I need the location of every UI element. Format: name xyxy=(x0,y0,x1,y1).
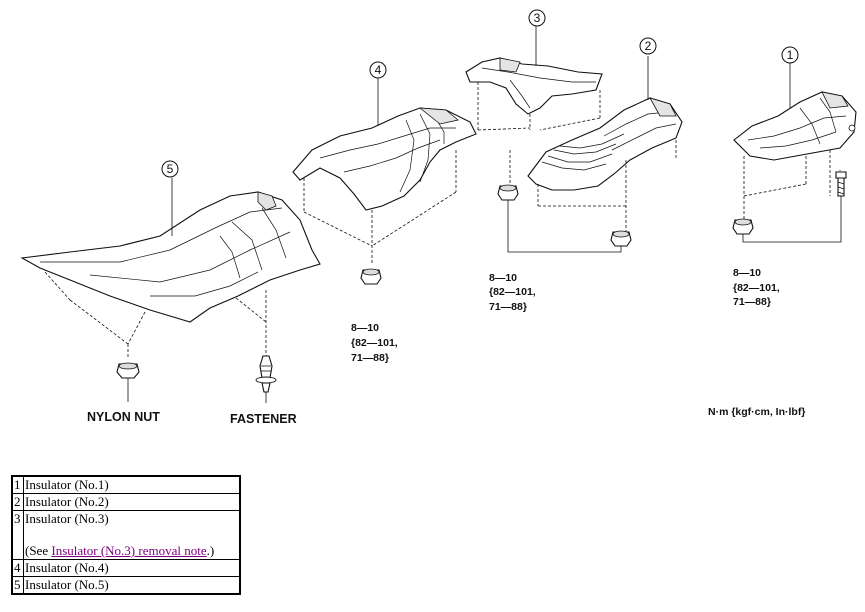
svg-text:3: 3 xyxy=(534,11,541,25)
insulator-no4 xyxy=(292,78,477,264)
legend-note: (See Insulator (No.3) removal note.) xyxy=(25,543,238,559)
callout-5: 5 xyxy=(161,160,179,178)
legend-text: Insulator (No.1) xyxy=(23,475,241,494)
fastener-label: FASTENER xyxy=(230,412,297,426)
legend-row: 4 Insulator (No.4) xyxy=(11,559,241,577)
svg-text:{82—101,: {82—101, xyxy=(733,282,780,294)
insulator-no2 xyxy=(509,56,683,232)
legend-text-with-note: Insulator (No.3) (See Insulator (No.3) r… xyxy=(23,510,241,560)
svg-text:8—10: 8—10 xyxy=(489,272,517,284)
torque-spec-4: 8—10 {82—101, 71—88} xyxy=(351,322,398,364)
insulator-no1 xyxy=(733,63,857,222)
insulator-no3 xyxy=(465,26,603,131)
torque-spec-1: 8—10 {82—101, 71—88} xyxy=(733,267,780,308)
callout-2: 2 xyxy=(639,37,657,55)
svg-text:71—88}: 71—88} xyxy=(351,352,389,364)
legend-text: Insulator (No.2) xyxy=(23,493,241,511)
legend-text: Insulator (No.5) xyxy=(23,576,241,595)
torque-spec-2-3: 8—10 {82—101, 71—88} xyxy=(489,272,536,313)
torque-leader-1 xyxy=(742,196,842,243)
insulator-no5 xyxy=(20,178,321,360)
nylon-nut-icon xyxy=(116,362,140,402)
nut-icon xyxy=(732,218,754,235)
legend-number: 2 xyxy=(11,493,24,511)
svg-text:4: 4 xyxy=(375,63,382,77)
nut-icon xyxy=(360,268,382,285)
legend-number: 5 xyxy=(11,576,24,595)
svg-text:71—88}: 71—88} xyxy=(733,296,771,308)
callout-3: 3 xyxy=(528,9,546,27)
legend-row: 3 Insulator (No.3) (See Insulator (No.3)… xyxy=(11,510,241,560)
callout-4: 4 xyxy=(369,61,387,79)
callout-1: 1 xyxy=(781,46,799,64)
legend-row: 1 Insulator (No.1) xyxy=(11,475,241,494)
nylon-nut-label: NYLON NUT xyxy=(87,410,160,424)
legend-row: 2 Insulator (No.2) xyxy=(11,493,241,511)
note-prefix: (See xyxy=(25,543,52,558)
svg-text:71—88}: 71—88} xyxy=(489,301,527,313)
fastener-icon xyxy=(255,355,277,403)
nut-icon xyxy=(497,184,519,201)
legend-number: 3 xyxy=(11,510,24,560)
svg-text:1: 1 xyxy=(787,48,794,62)
torque-leader-2-3 xyxy=(507,200,622,253)
svg-text:5: 5 xyxy=(167,162,174,176)
units-label: N·m {kgf·cm, In·lbf} xyxy=(708,406,805,418)
svg-text:{82—101,: {82—101, xyxy=(351,337,398,349)
svg-text:{82—101,: {82—101, xyxy=(489,286,536,298)
note-suffix: .) xyxy=(206,543,215,558)
legend-text: Insulator (No.3) xyxy=(25,511,109,526)
exploded-parts-diagram: 5 4 xyxy=(20,9,857,426)
legend-number: 4 xyxy=(11,559,24,577)
bolt-icon xyxy=(835,171,847,197)
svg-text:8—10: 8—10 xyxy=(733,267,761,279)
legend-text: Insulator (No.4) xyxy=(23,559,241,577)
removal-note-link[interactable]: Insulator (No.3) removal note xyxy=(51,543,207,558)
parts-legend-table: 1 Insulator (No.1) 2 Insulator (No.2) 3 … xyxy=(11,475,241,595)
svg-text:2: 2 xyxy=(645,39,652,53)
legend-number: 1 xyxy=(11,475,24,494)
nut-icon xyxy=(610,230,632,247)
svg-text:8—10: 8—10 xyxy=(351,322,379,334)
legend-row: 5 Insulator (No.5) xyxy=(11,576,241,595)
